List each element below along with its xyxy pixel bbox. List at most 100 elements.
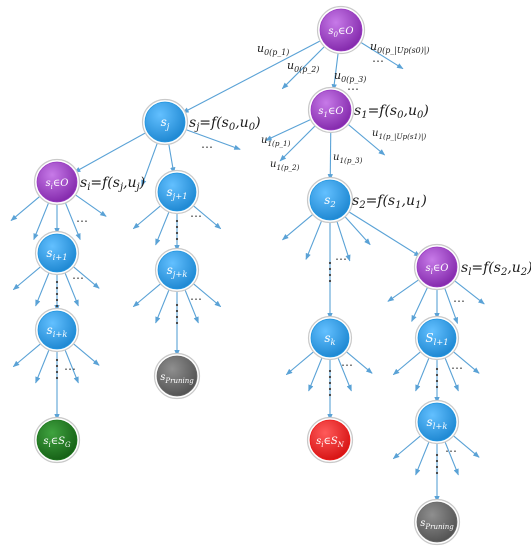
- edge-stub-sj: [141, 140, 159, 187]
- node-circle: [417, 402, 457, 442]
- node-slk: sl+k: [414, 399, 460, 445]
- edge-stub-sj1: [132, 203, 163, 230]
- edge-stub-sjk: [183, 287, 199, 324]
- edge-label-u0p1: u0(p_1): [257, 42, 289, 57]
- edge-stub-slk: [415, 439, 431, 476]
- edge-sj-sj1: [167, 141, 176, 174]
- node-circle: [309, 419, 351, 461]
- node-label: si∈SG: [43, 436, 71, 449]
- ellipsis-sl1: …: [451, 358, 463, 372]
- edge-stub-sjk: [155, 287, 171, 324]
- ellipsis-dot: [435, 385, 439, 389]
- ellipsis-dot: [328, 381, 332, 385]
- edge-label-u1p2: u1(p_2): [270, 159, 300, 172]
- ellipsis-si: …: [76, 211, 88, 225]
- node-s1: s1∈O: [307, 86, 355, 134]
- ellipsis-dot: [55, 364, 59, 368]
- ellipsis-dot: [55, 376, 59, 380]
- ellipsis-marks: …………………………………: [55, 51, 465, 475]
- edge-s2-sl: [346, 210, 421, 257]
- ellipsis-dot: [175, 219, 179, 223]
- node-sk: sk: [307, 315, 353, 361]
- tree-nodes: s0∈Osjs1∈Osi∈Osi+1si+ksi∈SGsj+1sj+ksPrun…: [33, 5, 461, 546]
- edge-label-u1last: u1(p_|Up(s1)|): [372, 128, 426, 141]
- ellipsis-si1: …: [72, 268, 84, 282]
- ellipsis-dot: [435, 379, 439, 383]
- node-circle: [36, 161, 78, 203]
- ellipsis-dot: [435, 373, 439, 377]
- edge-stub-sl: [452, 278, 485, 305]
- node-circle: [416, 246, 458, 288]
- transition-annotation-s1: s1=f(s0,u0): [354, 103, 429, 121]
- node-label: si∈SN: [316, 436, 345, 449]
- ellipsis-dot: [328, 279, 332, 283]
- ellipsis-dot: [55, 370, 59, 374]
- transition-annotation-s2: s2=f(s1,u1): [352, 193, 427, 211]
- edge-stub-sik: [63, 347, 79, 384]
- node-circle: [156, 355, 198, 397]
- edge-stub-sl1: [392, 349, 423, 376]
- edge-stub-slk: [392, 433, 423, 460]
- node-circle: [37, 233, 77, 273]
- ellipsis-slk: …: [445, 441, 457, 455]
- ellipsis-dot: [175, 315, 179, 319]
- ellipsis-dot: [55, 286, 59, 290]
- edge-stub-sjk: [191, 281, 222, 308]
- node-circle: [157, 172, 197, 212]
- ellipsis-dot: [435, 471, 439, 475]
- node-s2: s2: [306, 176, 354, 224]
- ellipsis-dot: [328, 273, 332, 277]
- edge-stub-sk: [285, 349, 316, 376]
- edge-stub-s2: [335, 218, 351, 262]
- edge-label-u0p2: u0(p_2): [287, 59, 319, 74]
- edge-stub-sj1: [191, 203, 222, 230]
- node-sl1: Sl+1: [414, 315, 460, 361]
- node-circle: [417, 318, 457, 358]
- edge-stub-si: [73, 193, 107, 217]
- edge-stub-sik: [12, 341, 43, 368]
- node-label: sk: [324, 331, 335, 347]
- edge-s0-s1: [331, 50, 339, 91]
- node-sik: si+k: [34, 307, 80, 353]
- ellipsis-root: …: [372, 51, 384, 65]
- transition-annotations: sj=f(s0,u0)s1=f(s0,u0)si=f(sj,uj)s2=f(s1…: [80, 103, 531, 278]
- edge-stub-sj1: [155, 209, 171, 246]
- node-sj1: sj+1: [154, 169, 200, 215]
- node-circle: [157, 250, 197, 290]
- edge-stub-si1: [63, 270, 79, 307]
- ellipsis-dot: [175, 309, 179, 313]
- edge-stub-sl1: [415, 355, 431, 392]
- edge-label-u1p1: u1(p_1): [261, 135, 291, 148]
- edge-stub-sl1: [443, 355, 459, 392]
- edge-stub-s2: [305, 218, 324, 260]
- edge-stub-si1: [71, 264, 100, 289]
- edge-label-u0p3: u0(p_3): [334, 69, 366, 84]
- ellipsis-dot: [175, 321, 179, 325]
- edge-stub-sl1: [451, 349, 480, 374]
- edge-stub-s0: [358, 40, 404, 70]
- node-circle: [144, 101, 186, 143]
- ellipsis-dot: [328, 375, 332, 379]
- edge-stub-sk: [308, 355, 324, 392]
- ellipsis-dot: [435, 459, 439, 463]
- ellipsis-dot: [328, 261, 332, 265]
- ellipsis-dot: [435, 367, 439, 371]
- edge-stub-slk: [451, 433, 480, 458]
- edge-stub-si: [10, 194, 43, 221]
- node-sdead: si∈SN: [306, 416, 354, 464]
- edge-sj-si: [73, 131, 148, 173]
- ellipsis-dot: [328, 369, 332, 373]
- edge-stub-slk: [443, 439, 459, 476]
- node-si: si∈O: [33, 158, 81, 206]
- edge-label-u0last: u0(p_|Up(s0)|): [370, 40, 430, 55]
- edge-stub-sik: [35, 347, 51, 384]
- ellipsis-dot: [175, 303, 179, 307]
- ellipsis-dot: [55, 292, 59, 296]
- node-circle: [319, 8, 363, 52]
- ellipsis-dot: [175, 237, 179, 241]
- transition-annotation-si: si=f(sj,uj): [80, 175, 145, 193]
- ellipsis-dot: [175, 225, 179, 229]
- node-sjk: sj+k: [154, 247, 200, 293]
- tree-edges: [10, 39, 485, 503]
- edge-stub-sl: [411, 284, 430, 322]
